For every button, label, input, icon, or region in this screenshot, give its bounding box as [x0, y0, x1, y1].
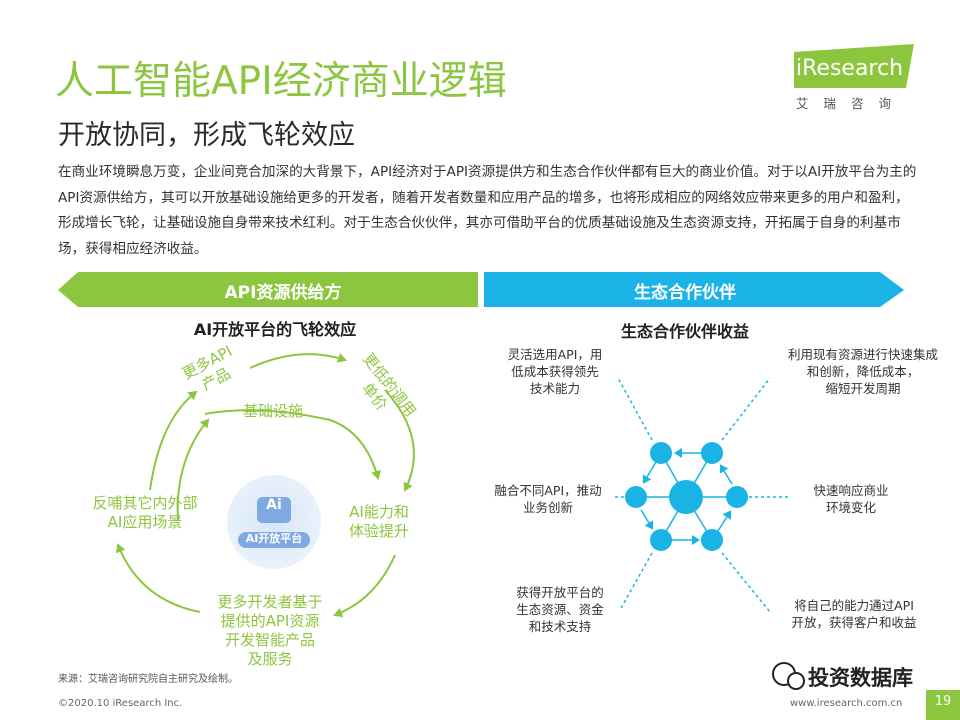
network-node: [701, 442, 723, 464]
logo-chinese: 艾瑞咨询: [796, 96, 907, 111]
band-right: [484, 272, 904, 307]
network-node: [650, 442, 672, 464]
benefit-top-left: 灵活选用API，用 低成本获得领先 技术能力: [507, 347, 603, 396]
loop-arrow-top: [249, 353, 347, 369]
node-infrastructure: 基础设施: [242, 402, 303, 420]
network-hub: [669, 480, 703, 514]
iresearch-logo: [794, 44, 914, 88]
band-left-label: API资源供给方: [224, 283, 342, 303]
node-more-developers: 更多开发者基于 提供的API资源 开发智能产品 及服务: [217, 593, 323, 668]
inner-arrow-2: [176, 418, 210, 521]
network-node: [650, 529, 672, 551]
node-ai-ability: AI能力和 体验提升: [348, 503, 409, 540]
network-node: [625, 486, 647, 508]
ai-icon-text: Ai: [266, 497, 282, 513]
loop-arrow-left: [149, 390, 198, 491]
watermark-text: 投资数据库: [808, 666, 913, 690]
page-subtitle: 开放协同，形成飞轮效应: [58, 120, 355, 151]
loop-arrow-right: [384, 389, 415, 492]
node-feedback: 反哺其它内外部 AI应用场景: [92, 494, 198, 531]
source-note: 来源：艾瑞咨询研究院自主研究及绘制。: [58, 674, 238, 685]
benefit-mid-left: 融合不同API，推动 业务创新: [494, 483, 602, 515]
benefit-top-right: 利用现有资源进行快速集成 和创新，降低成本， 缩短开发周期: [787, 347, 938, 396]
website-link[interactable]: www.iresearch.com.cn: [790, 698, 903, 709]
ai-core-icon: [257, 497, 291, 523]
loop-arrow-bottom-left: [115, 543, 201, 613]
band-left: [58, 272, 478, 307]
page-number: 19: [934, 694, 952, 709]
benefit-bottom-left: 获得开放平台的 生态资源、资金 和技术支持: [516, 585, 604, 634]
benefit-bottom-right: 将自己的能力通过API 开放，获得客户和收益: [791, 598, 917, 630]
logo-word: iResearch: [796, 56, 904, 81]
inner-arrow-1: [204, 409, 381, 480]
benefits-heading: 生态合作伙伴收益: [620, 322, 749, 341]
benefit-mid-right: 快速响应商业 环境变化: [813, 483, 889, 515]
flywheel-heading: AI开放平台的飞轮效应: [193, 320, 357, 339]
network-node: [701, 529, 723, 551]
page-title: 人工智能API经济商业逻辑: [55, 59, 507, 104]
band-right-label: 生态合作伙伴: [634, 283, 736, 303]
page-number-tab: [926, 690, 960, 720]
ai-core-label: AI开放平台: [245, 532, 303, 545]
network-node: [726, 486, 748, 508]
loop-arrow-bottom-right: [333, 554, 396, 618]
copyright: ©2020.10 iResearch Inc.: [58, 698, 183, 709]
intro-paragraph: 在商业环境瞬息万变，企业间竞合加深的大背景下，API经济对于API资源提供方和生…: [58, 164, 917, 257]
partner-network: [612, 377, 790, 613]
